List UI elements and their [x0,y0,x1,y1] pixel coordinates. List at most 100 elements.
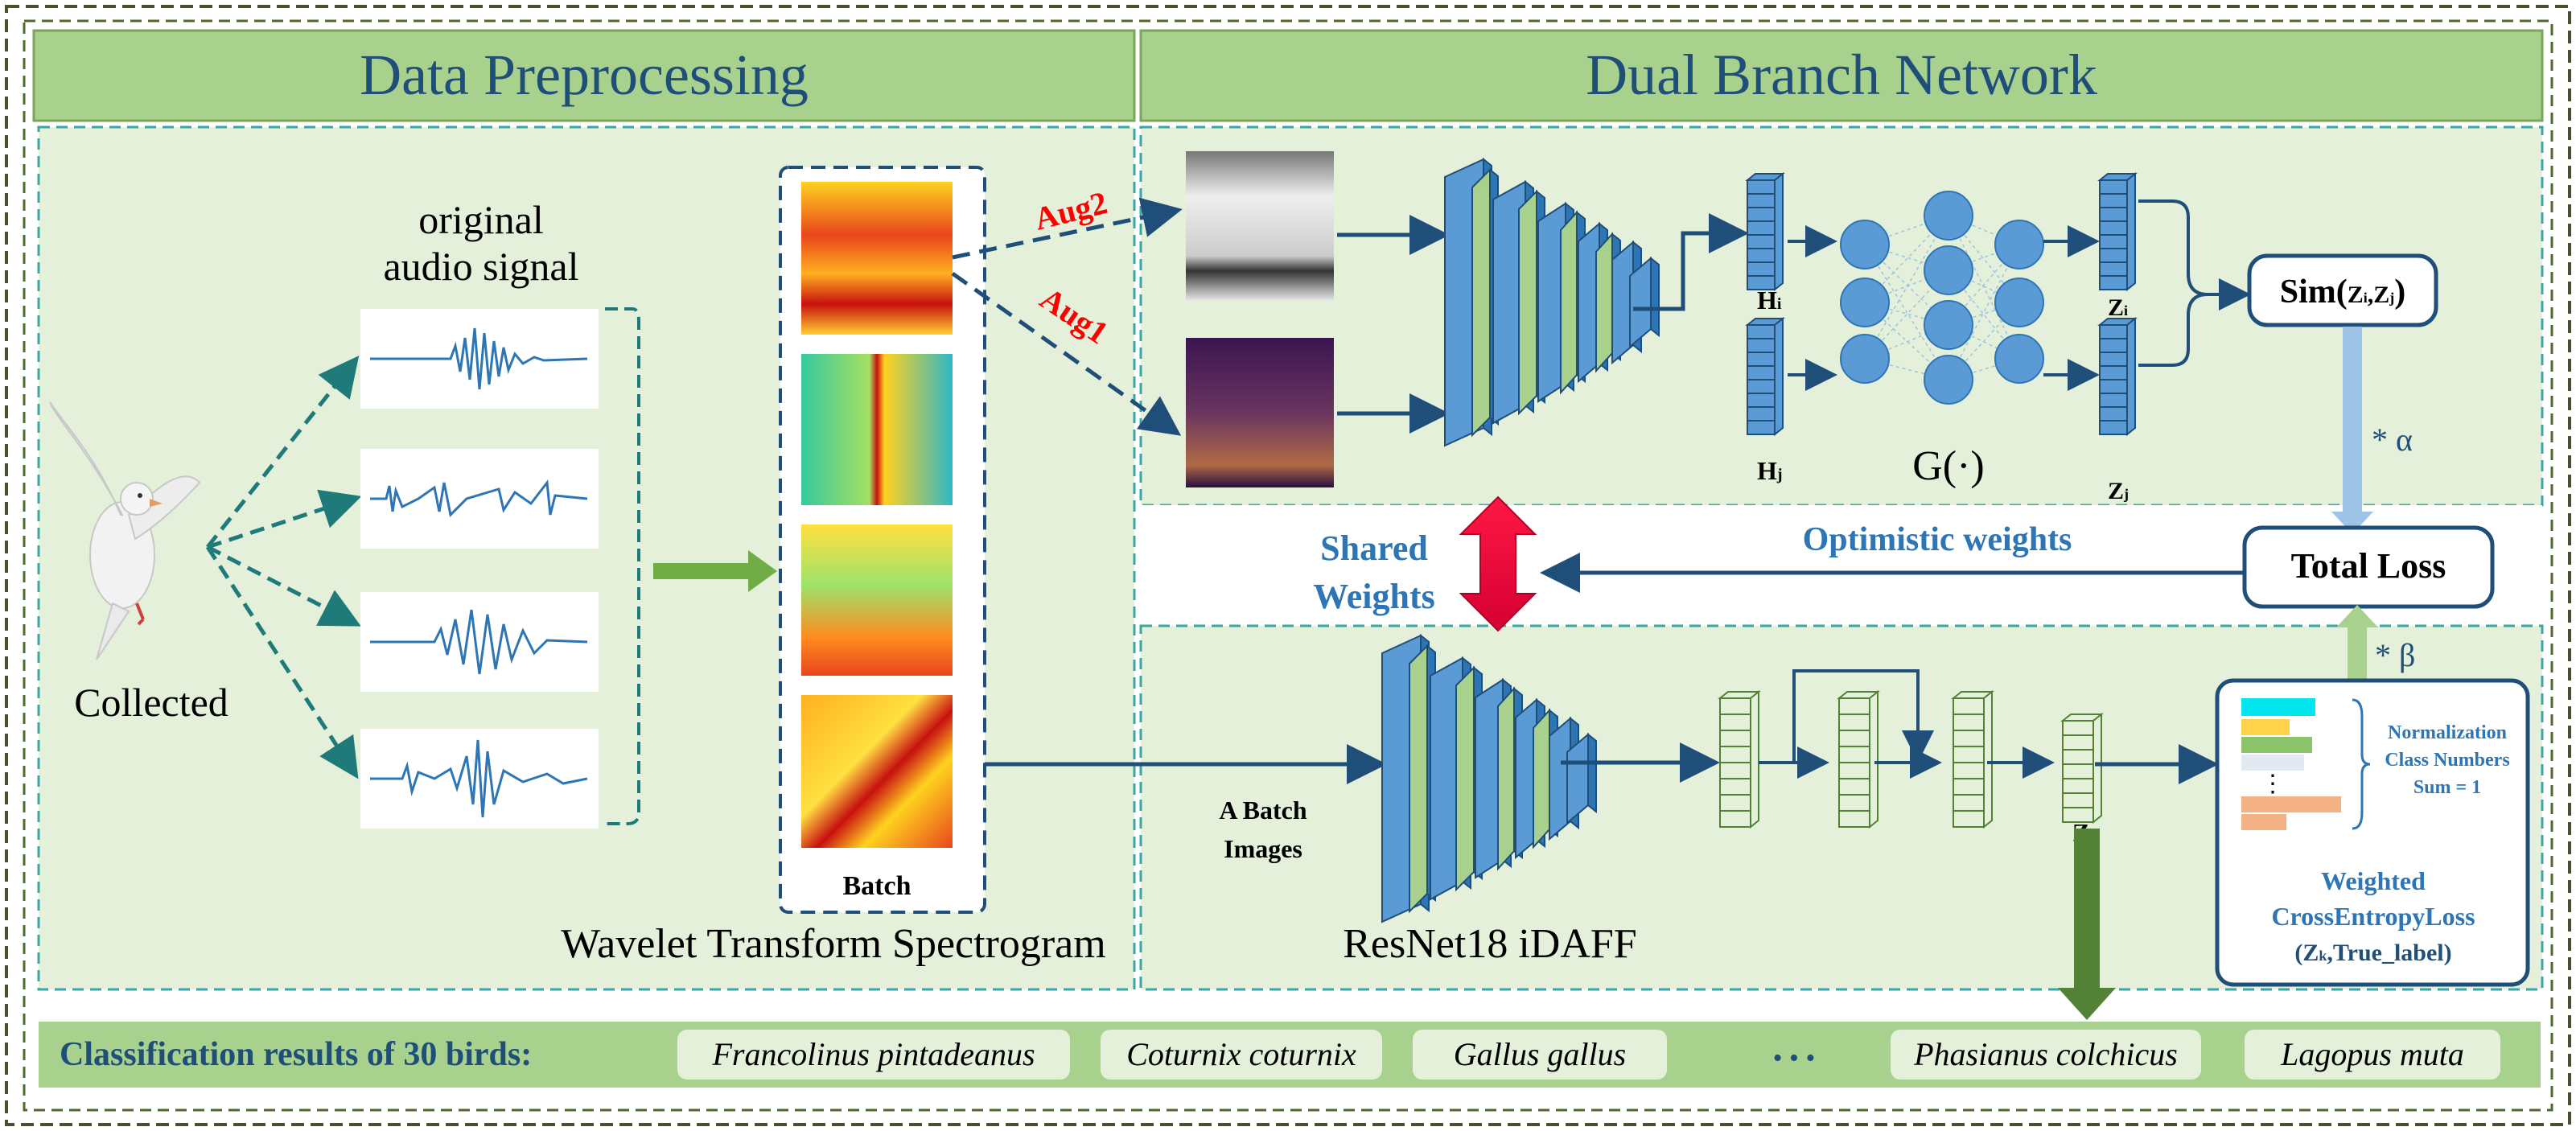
stack-cell [2062,763,2094,779]
results-label: Classification results of 30 birds: [60,1036,532,1073]
optimistic-weights-label: Optimistic weights [1803,521,2072,558]
zj-label: Zj [2108,478,2129,504]
header-left-bar [32,29,1136,122]
waveform-bracket [605,307,640,825]
stack-side [1774,316,1784,437]
stack-cell [1953,762,1985,779]
stack-cell [1719,794,1751,812]
header-right-bar [1139,29,2544,122]
mlp-node [1924,355,1973,405]
augmentation-arrows [951,197,1183,436]
waveform-1 [360,309,599,409]
stack-cell [1747,365,1776,380]
stack-cell [2099,179,2128,195]
batch-images-line1: A Batch [1219,796,1307,825]
stack-cell [1953,714,1985,731]
hi-feature-stack [1745,171,1785,292]
stack-cell [1747,379,1776,394]
waveform-icon [370,327,588,390]
stack-side [1983,689,1993,829]
stack-cell [1747,220,1776,236]
inner-frame [23,19,2553,1112]
stack-cell [2099,406,2128,422]
stack-cell [2099,234,2128,249]
conv-layer [1533,708,1550,849]
species-pill [1413,1030,1667,1080]
waveform-4 [360,729,599,829]
stack-cell [1719,697,1751,715]
conv-layer [1409,644,1428,914]
class-weight-bars [2241,698,2341,830]
projection-head-mlp [1840,191,2044,405]
stack-cell [2099,193,2128,208]
stack-cell [1747,352,1776,367]
stack-side [1750,689,1759,829]
beta-label: * β [2375,637,2415,673]
stack-cell [2062,734,2094,751]
stack-cell [2099,324,2128,339]
species-pill [1101,1030,1382,1080]
hj-label: Hj [1757,456,1783,485]
to-batch-arrow [653,550,777,592]
stack-cell [1747,406,1776,422]
stack-cell [1747,338,1776,353]
mlp-node [1924,300,1973,350]
total-loss-label: Total Loss [2291,546,2446,586]
total-loss-box [2242,525,2495,609]
similarity-label: Sim(Zi,Zj) [2280,273,2406,311]
batch-label: Batch [843,871,911,901]
stack-cell [1953,810,1985,828]
conv-layer-side [1587,732,1597,814]
stack-cell [1719,810,1751,828]
mlp-node [1924,191,1973,241]
conv-layer [1518,189,1537,416]
stack-cell [1838,746,1870,763]
stack-cell [1747,179,1776,195]
stack-cell [1719,730,1751,747]
stack-cell [1719,778,1751,796]
collected-label: Collected [74,680,228,725]
stack-cell [1747,393,1776,408]
stack-cell [1953,746,1985,763]
mlp-node [1994,278,2044,327]
stack-cell [2099,365,2128,380]
mlp-edge [1948,244,2020,326]
encoder-to-h [1633,213,1749,311]
stack-cell [1747,261,1776,277]
waveform-icon [370,479,588,518]
stack-cell [2099,248,2128,263]
residual-block-2 [1837,689,1880,829]
stack-cell [1838,730,1870,747]
similarity-box [2247,253,2438,327]
stack-cell [2062,792,2094,808]
stack-cell [1838,794,1870,812]
stack-cell [1719,762,1751,779]
zk-to-results-arrow [2058,829,2116,1020]
stack-cell [2062,807,2094,823]
audio-label-line1: original [418,197,544,242]
header-left-title: Data Preprocessing [360,43,809,107]
stack-cell [1747,207,1776,222]
alpha-arrow [2331,327,2373,534]
projection-head-label: G(·) [1912,443,1985,489]
stack-side [2092,712,2102,825]
wavelet-label: Wavelet Transform Spectrogram [561,921,1105,967]
stack-cell [1953,697,1985,715]
conv-layer [1455,665,1475,892]
stack-side [2126,316,2136,437]
waveform-icon [370,609,588,675]
stack-side [2126,171,2136,292]
beta-arrow [2336,605,2378,679]
stack-cell [1838,697,1870,715]
conv-layer-side [1650,256,1660,338]
mlp-edge [1864,215,1949,360]
waveform-icon [370,739,588,818]
species-pill [677,1030,1070,1080]
species-name: Francolinus pintadeanus [711,1036,1035,1072]
stack-cell [2099,261,2128,277]
conv-layer [1560,210,1578,395]
stack-cell [2099,379,2128,394]
stack-cell [2062,778,2094,794]
